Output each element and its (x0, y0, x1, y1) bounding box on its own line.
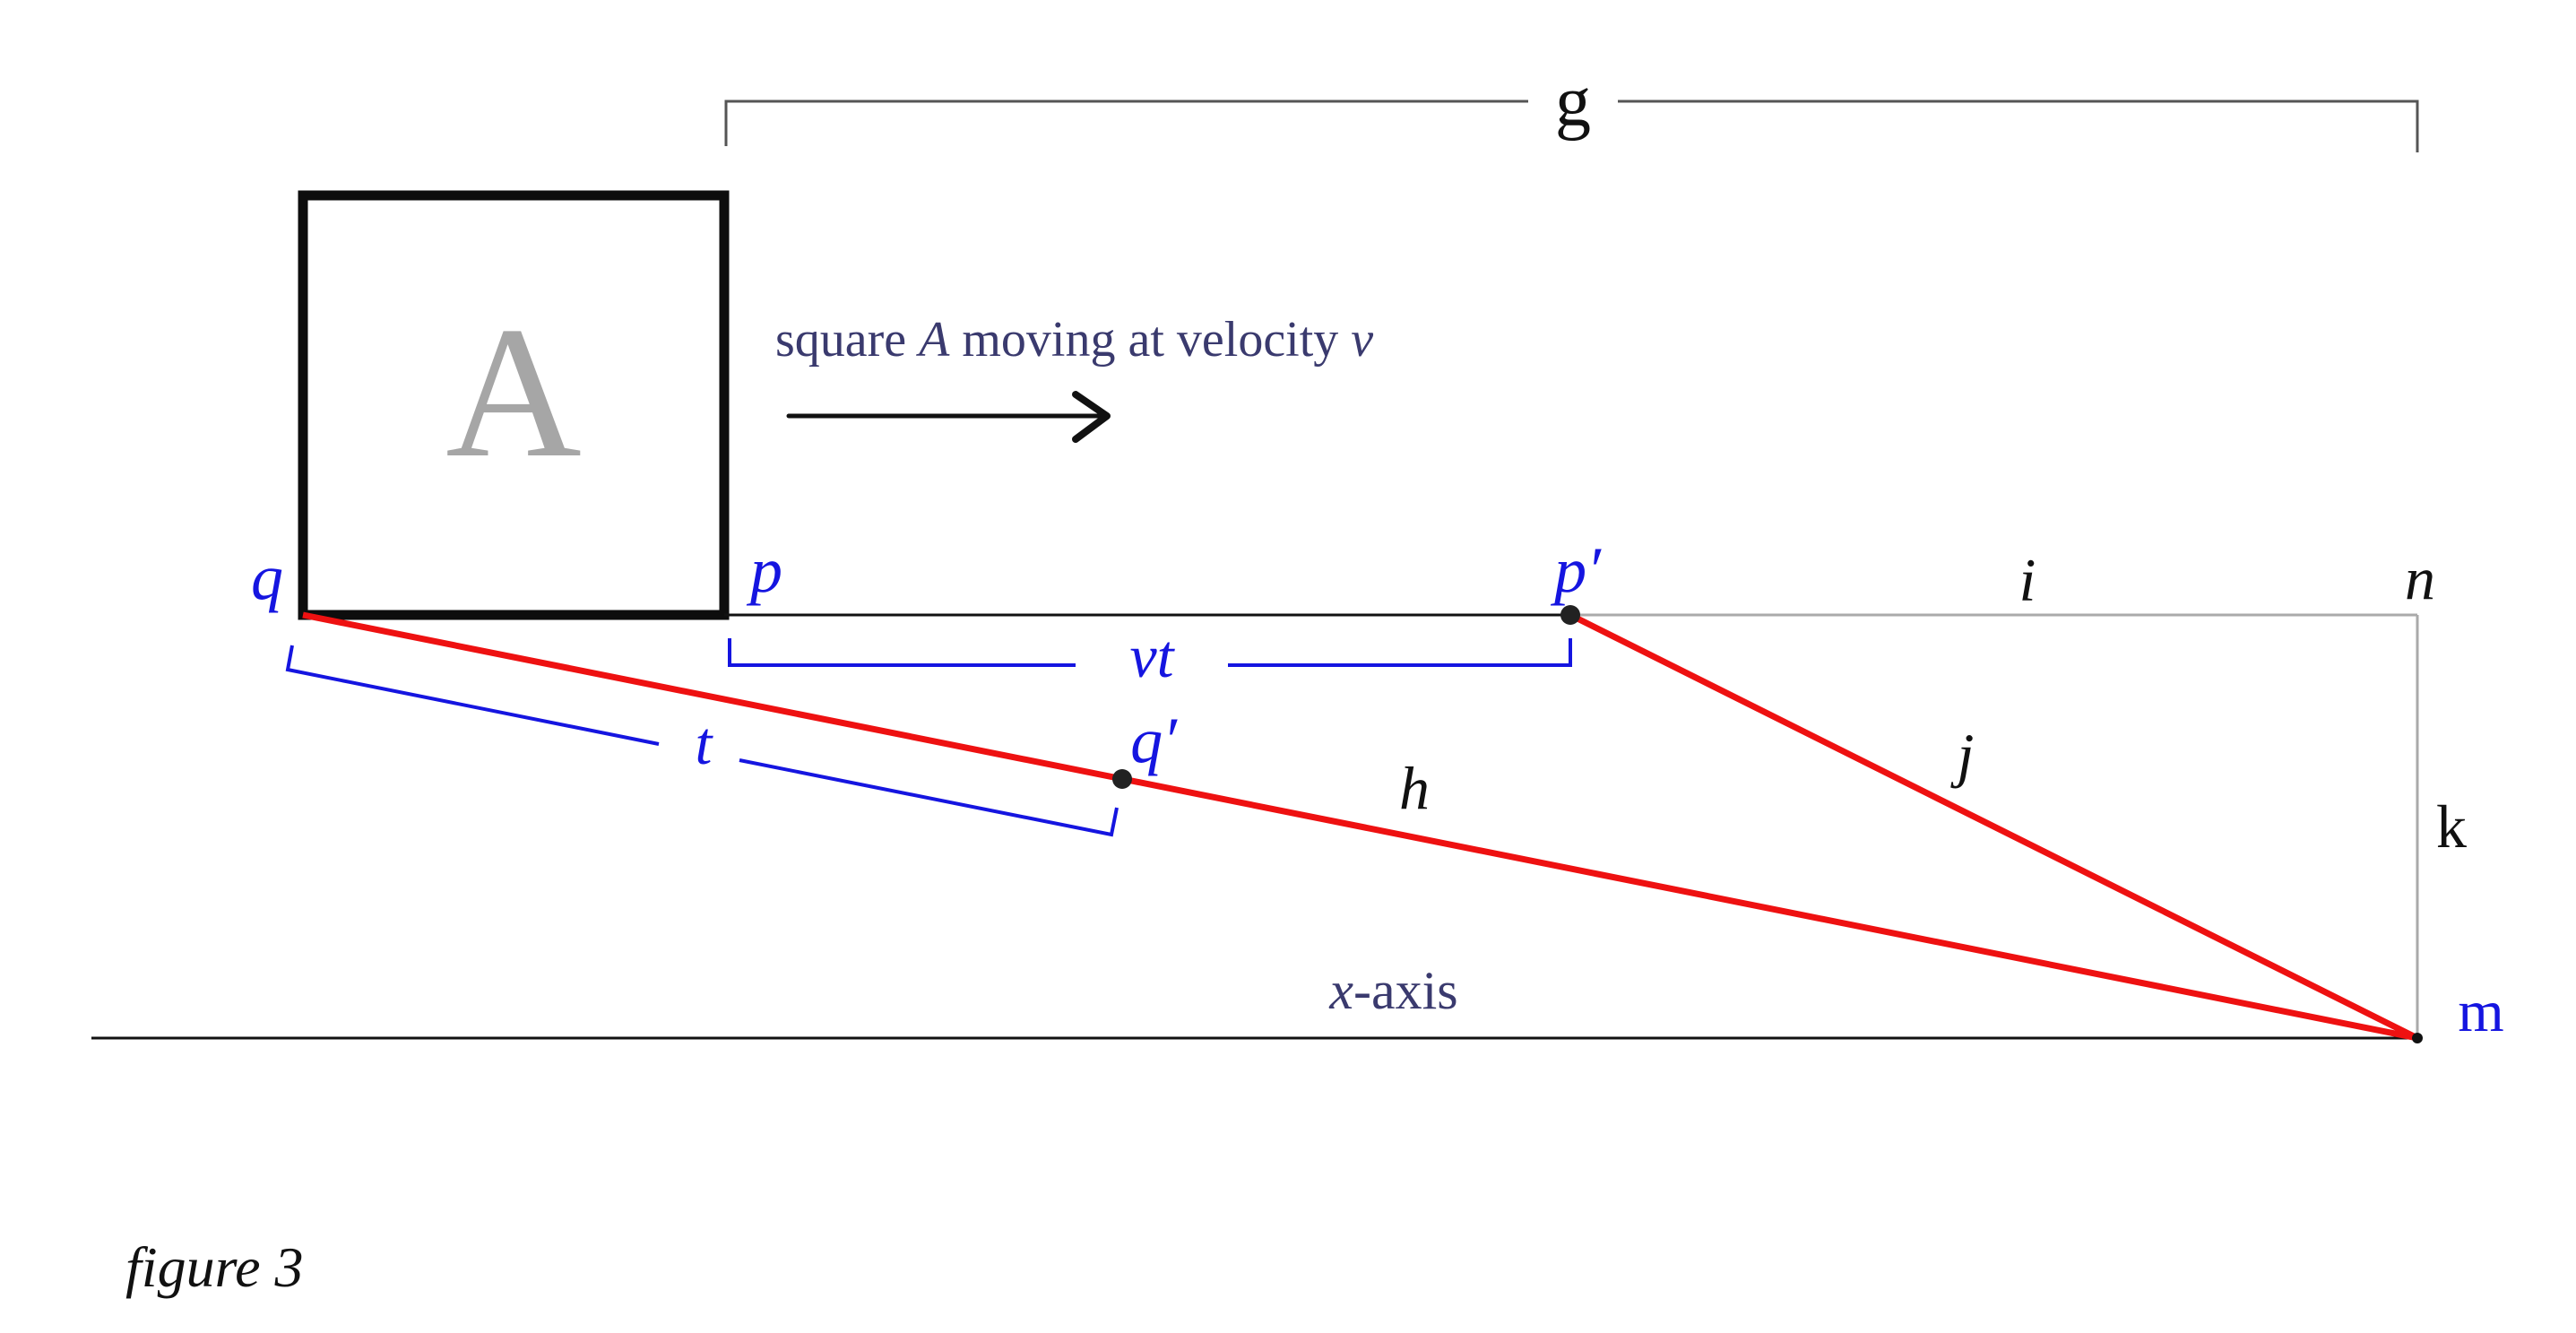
label-q: q (251, 541, 283, 613)
x-axis-label-suffix: -axis (1353, 961, 1458, 1020)
motion-caption-var: A (915, 312, 950, 368)
label-n: n (2405, 544, 2435, 612)
bracket-vt (728, 638, 1572, 667)
point-pprime-dot (1560, 605, 1580, 625)
motion-caption: square A moving at velocity v (775, 312, 1373, 368)
label-t: t (696, 709, 714, 777)
label-g: g (1555, 63, 1591, 142)
bracket-g (724, 100, 2419, 152)
label-i: i (2019, 546, 2036, 614)
point-qprime-dot (1112, 769, 1132, 789)
square-a-letter: A (445, 289, 582, 497)
label-pprime: p′ (1550, 534, 1602, 606)
segment-h (302, 611, 2418, 1042)
velocity-arrow (786, 391, 1111, 443)
bracket-t (285, 645, 1119, 837)
square-a (298, 190, 730, 620)
segment-j (1569, 611, 2419, 1042)
label-j: j (1950, 721, 1975, 789)
motion-caption-middle: moving at velocity (949, 312, 1351, 368)
point-m-dot (2412, 1033, 2423, 1043)
label-h: h (1399, 754, 1430, 822)
label-qprime: q′ (1130, 705, 1178, 776)
label-m: m (2458, 979, 2503, 1044)
label-p: p (746, 534, 782, 606)
motion-caption-velocity: v (1351, 312, 1373, 368)
x-axis-label: x-axis (1328, 961, 1457, 1020)
x-axis-label-var: x (1328, 961, 1353, 1020)
motion-caption-prefix: square (775, 312, 919, 368)
label-vt: vt (1129, 622, 1175, 690)
label-k: k (2436, 792, 2467, 861)
figure-caption: figure 3 (125, 1235, 304, 1299)
